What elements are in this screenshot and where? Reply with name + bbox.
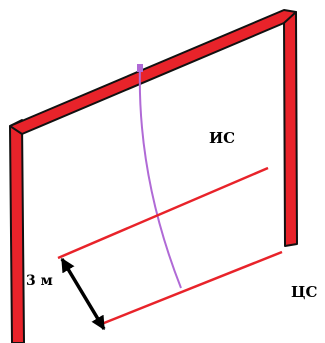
label-cs: ЦС — [291, 283, 317, 301]
right-post — [283, 11, 298, 247]
left-post — [9, 119, 25, 343]
arc-line — [138, 65, 182, 289]
upper-line — [57, 166, 269, 260]
lower-line — [98, 250, 283, 327]
crossbar — [9, 9, 297, 135]
distance-arrow — [60, 257, 106, 331]
label-ic: ИС — [209, 129, 235, 147]
label-distance: 3 м — [26, 273, 53, 289]
arc-anchor — [137, 64, 143, 72]
